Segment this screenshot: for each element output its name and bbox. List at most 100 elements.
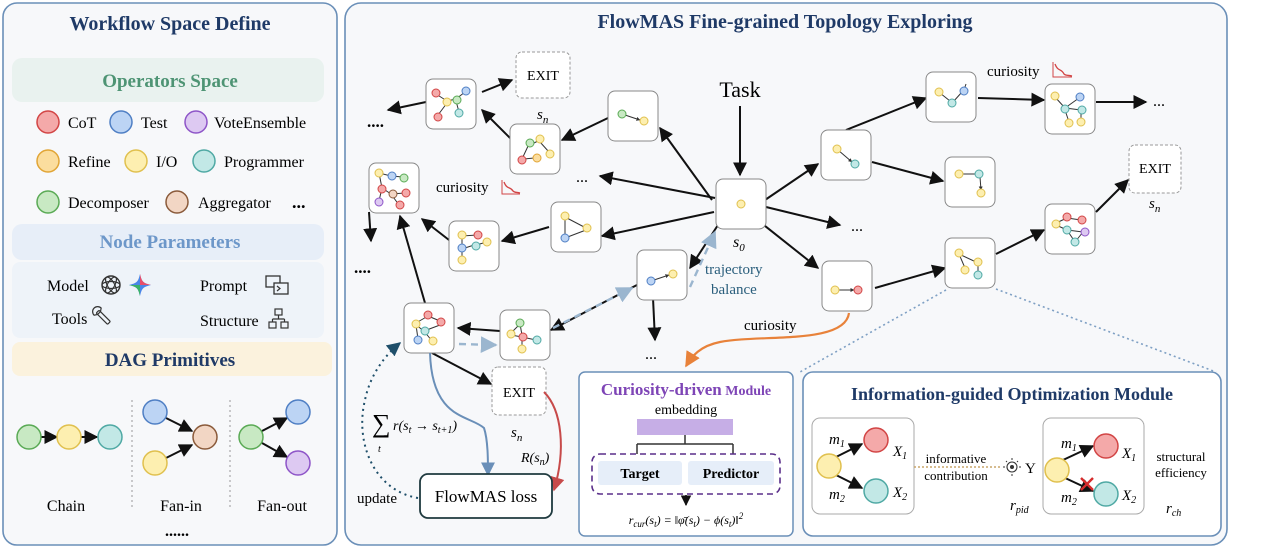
test-operator-icon bbox=[109, 110, 133, 134]
fan-in-primitive bbox=[142, 399, 218, 476]
workflow-space-title: Workflow Space Define bbox=[69, 13, 270, 35]
node-params-body bbox=[12, 262, 324, 338]
update-label: update bbox=[357, 491, 397, 507]
remove-edge-x-icon bbox=[1080, 477, 1094, 491]
curiosity-reward-formula: rcur(st) = ‖φ̄(st) − ϕ(st)‖2 bbox=[629, 511, 744, 529]
trajectory-balance-arrows bbox=[458, 230, 717, 353]
operator-label: VoteEnsemble bbox=[214, 115, 306, 132]
programmer-node bbox=[863, 478, 889, 504]
trajectory-label: trajectory bbox=[705, 262, 763, 278]
information-module: Information-guided Optimization Module m… bbox=[802, 371, 1222, 537]
structural-label: structural bbox=[1156, 449, 1205, 464]
state-node[interactable] bbox=[425, 78, 477, 130]
exit-label: EXIT bbox=[1139, 162, 1171, 177]
state-node[interactable] bbox=[1044, 203, 1096, 255]
continuation-ellipsis: .... bbox=[367, 112, 384, 131]
svg-text:∑: ∑ bbox=[372, 409, 391, 438]
topology-exploring-title: FlowMAS Fine-grained Topology Exploring bbox=[597, 11, 972, 33]
state-node[interactable] bbox=[1044, 83, 1096, 135]
decline-chart-icon bbox=[501, 180, 521, 195]
x1-label: X1 bbox=[892, 444, 907, 462]
fan-out-primitive bbox=[238, 399, 311, 476]
predictor-network-box bbox=[688, 461, 774, 485]
state-node[interactable] bbox=[944, 156, 996, 208]
chain-primitive bbox=[16, 424, 123, 450]
node-params-header bbox=[12, 224, 324, 260]
prompt-icon bbox=[265, 275, 289, 295]
embedding-split-lines bbox=[636, 435, 734, 454]
lightbulb-icon bbox=[1003, 458, 1021, 476]
target-label: Target bbox=[620, 467, 659, 482]
task-label: Task bbox=[719, 77, 760, 102]
refine-operator-icon bbox=[36, 149, 60, 173]
curiosity-label: curiosity bbox=[987, 64, 1040, 80]
state-node[interactable] bbox=[509, 123, 561, 175]
zoom-guides bbox=[799, 288, 1217, 373]
operator-label: I/O bbox=[156, 154, 177, 171]
decline-chart-icon bbox=[1052, 62, 1073, 78]
io-operator-icon bbox=[124, 149, 148, 173]
gemini-sparkle-icon bbox=[129, 274, 151, 296]
continuation-ellipsis: ... bbox=[851, 218, 863, 235]
fan-out-label: Fan-out bbox=[257, 498, 307, 515]
curiosity-module-title: Curiosity-driven Module bbox=[601, 380, 771, 399]
y-label: Y bbox=[1025, 461, 1036, 477]
loss-label: FlowMAS loss bbox=[435, 487, 538, 506]
state-node[interactable] bbox=[925, 71, 977, 123]
predictor-label: Predictor bbox=[703, 467, 760, 482]
chain-label: Chain bbox=[47, 498, 85, 515]
reward-to-loss-arrow bbox=[543, 391, 565, 492]
target-predictor-frame bbox=[591, 453, 781, 495]
node-params-title: Node Parameters bbox=[100, 232, 241, 253]
wrench-icon bbox=[92, 306, 111, 325]
decomposer-operator-icon bbox=[36, 190, 60, 214]
target-network-box bbox=[598, 461, 682, 485]
state-node[interactable] bbox=[944, 237, 996, 289]
continuation-ellipsis: ... bbox=[645, 346, 657, 363]
exit-node[interactable]: EXIT bbox=[515, 51, 571, 99]
initial-state-node[interactable] bbox=[715, 178, 767, 230]
x2-label: X2 bbox=[892, 485, 907, 503]
state-node[interactable] bbox=[550, 201, 602, 253]
curiosity-module: Curiosity-driven Module embedding Target… bbox=[578, 371, 794, 537]
state-node[interactable] bbox=[821, 260, 873, 312]
curiosity-label: curiosity bbox=[436, 180, 489, 196]
cot-node bbox=[1093, 433, 1119, 459]
m1-label: m1 bbox=[1061, 436, 1077, 454]
state-node[interactable] bbox=[636, 249, 688, 301]
m1-label: m1 bbox=[829, 432, 845, 450]
param-model-label: Model bbox=[47, 278, 89, 295]
openai-logo-icon bbox=[101, 275, 121, 295]
r-ch-label: rch bbox=[1166, 501, 1181, 519]
state-node[interactable] bbox=[403, 302, 455, 354]
cot-operator-icon bbox=[36, 110, 60, 134]
operator-label: Decomposer bbox=[68, 195, 150, 212]
state-node[interactable] bbox=[499, 309, 551, 361]
cot-node bbox=[863, 427, 889, 453]
exit-node[interactable]: EXIT bbox=[1128, 144, 1182, 194]
operators-more-ellipsis: ... bbox=[292, 192, 306, 212]
m2-label: m2 bbox=[1061, 490, 1077, 508]
continuation-ellipsis: ... bbox=[1153, 93, 1165, 110]
source-node bbox=[816, 453, 842, 479]
trajectory-sum-formula: ∑ t r(st → st+1) bbox=[372, 409, 457, 455]
state-node[interactable] bbox=[820, 129, 872, 181]
operators-space-title: Operators Space bbox=[102, 71, 238, 92]
state-node[interactable] bbox=[368, 162, 420, 214]
m2-label: m2 bbox=[829, 487, 845, 505]
structure-hierarchy-icon bbox=[268, 308, 289, 329]
informative-label: informative bbox=[926, 451, 987, 466]
state-node[interactable] bbox=[607, 90, 659, 142]
exit-label: EXIT bbox=[527, 69, 559, 84]
state-node[interactable] bbox=[448, 220, 500, 272]
operator-label: Test bbox=[141, 115, 168, 132]
operator-label: Refine bbox=[68, 154, 111, 171]
param-prompt-label: Prompt bbox=[200, 278, 248, 295]
source-node bbox=[1044, 457, 1070, 483]
balance-label: balance bbox=[711, 282, 757, 298]
trajectory-to-loss-arrow bbox=[429, 352, 495, 477]
svg-text:r(st → st+1): r(st → st+1) bbox=[393, 419, 457, 436]
curiosity-flow-arrow bbox=[685, 312, 851, 368]
exit-node[interactable]: EXIT bbox=[491, 366, 547, 416]
